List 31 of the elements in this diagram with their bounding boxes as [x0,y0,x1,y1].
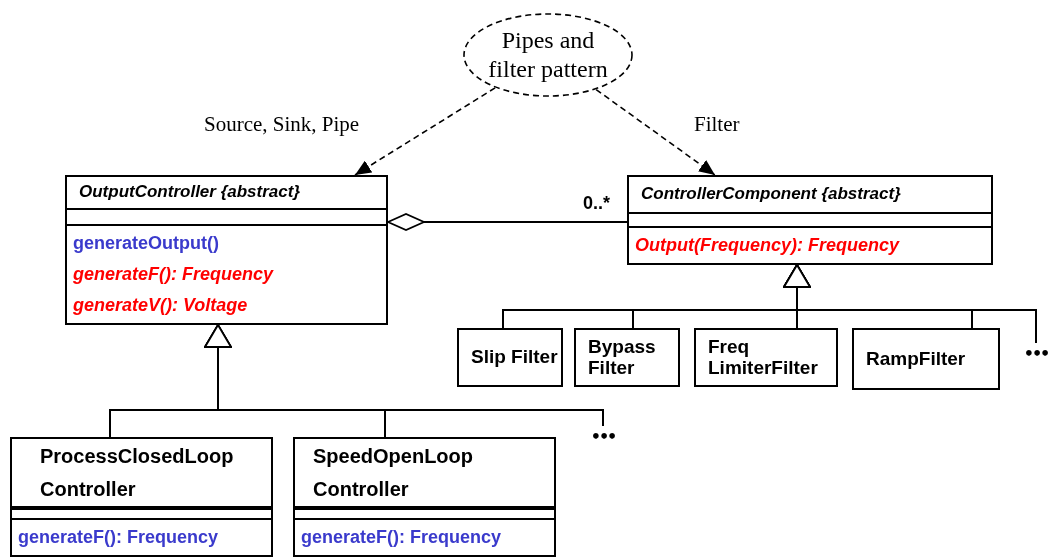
method-signature: generateF(): Frequency [301,526,503,549]
class-name: OutputController {abstract} [79,182,301,203]
class-name: ProcessClosedLoop Controller [40,443,235,502]
pattern-ellipse [463,13,633,97]
generalization-arrow [204,324,604,427]
method-signature: Output(Frequency): Frequency [635,234,901,257]
generalization-arrow [783,264,1037,344]
class-name: Bypass Filter [588,336,657,379]
ellipsis-text: ••• [590,429,616,445]
dependency-arrow [354,87,496,176]
class-name: Slip Filter [471,347,558,368]
class-box [694,328,838,387]
class-box [293,437,556,557]
class-box [65,175,388,325]
class-box [10,437,273,557]
class-box [627,175,993,265]
class-name: SpeedOpenLoop Controller [313,443,474,502]
class-name: RampFilter [866,348,966,370]
dependency-arrow [595,88,716,176]
class-box [457,328,563,387]
method-signature: generateV(): Voltage [73,294,249,317]
method-signature: generateOutput() [73,232,220,255]
class-box [852,328,1000,390]
class-box [574,328,680,387]
class-name: Freq LimiterFilter [708,336,819,379]
method-signature: generateF(): Frequency [73,263,275,286]
pattern-name: Pipes and filter pattern [487,26,609,84]
aggregation-line [387,213,628,231]
ellipsis-text: ••• [1023,346,1049,362]
class-name: ControllerComponent {abstract} [641,184,901,205]
method-signature: generateF(): Frequency [18,526,220,549]
